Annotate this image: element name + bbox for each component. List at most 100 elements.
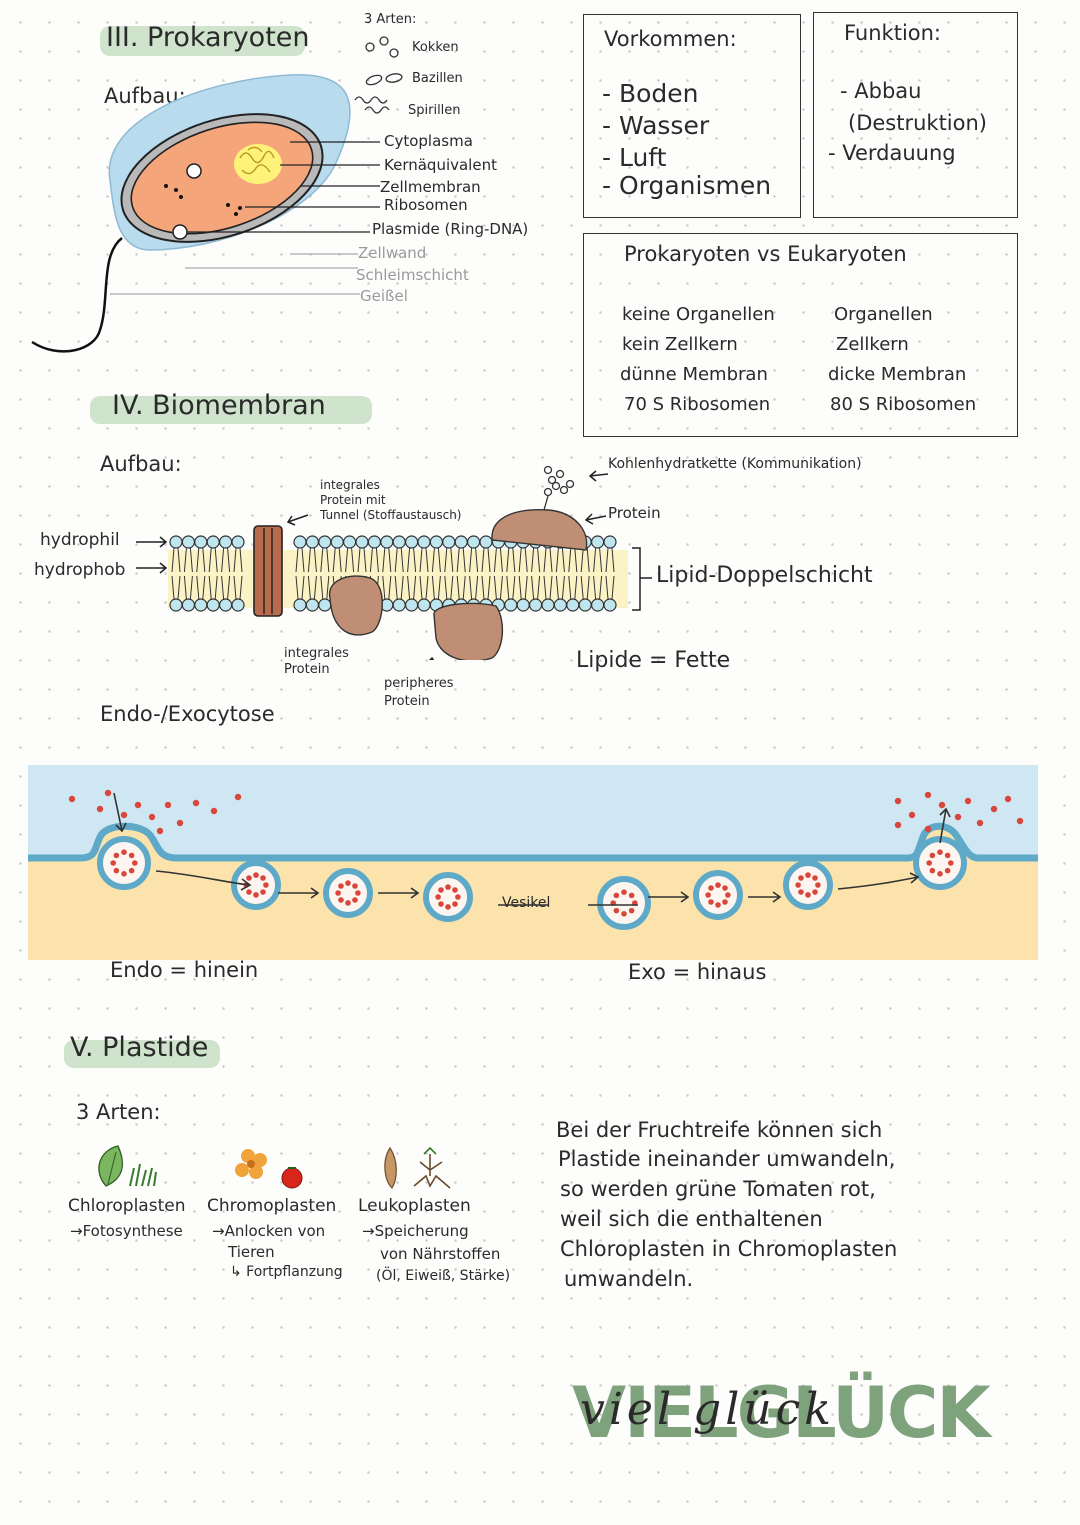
exo-label: Exo = hinaus <box>628 960 767 984</box>
molekuel <box>246 875 252 881</box>
molekuel <box>812 875 818 881</box>
title-highlight <box>90 396 372 424</box>
molekuel <box>210 807 218 815</box>
integrales-protein <box>328 575 383 636</box>
chromoplasten-funktion: →Anlocken von <box>212 1222 326 1240</box>
eukaryoten-merkmal: Organellen <box>834 304 933 325</box>
eukaryoten-merkmal: dicke Membran <box>828 364 967 385</box>
aufbau-label-membran: Aufbau: <box>100 452 182 476</box>
molekuel <box>335 890 341 896</box>
lipid-head <box>206 535 220 549</box>
lipide-fette: Lipide = Fette <box>576 648 731 673</box>
kohlenhydratkette <box>543 465 575 511</box>
peripheres-label: Protein <box>384 694 430 709</box>
vorkommen-item: - Wasser <box>602 111 710 140</box>
lipid-tail <box>543 547 553 600</box>
lipid-tail <box>208 547 218 600</box>
molekuel <box>628 892 635 899</box>
section-title-biomembran: IV. Biomembran <box>112 390 326 421</box>
membrane-diagram <box>136 465 652 660</box>
molekuel <box>725 892 731 898</box>
lipid-tail <box>568 547 578 600</box>
lipid-head <box>219 535 233 549</box>
lipid-head <box>417 535 431 549</box>
endo-exocytose-diagram <box>28 765 1038 960</box>
eukaryoten-merkmal: 80 S Ribosomen <box>830 394 977 415</box>
vesikel <box>693 870 743 920</box>
lipid-tail <box>183 547 193 600</box>
plastide-text-line: Plastide ineinander umwandeln, <box>558 1147 896 1171</box>
lipid-tail <box>394 547 404 600</box>
plastide-text-line: Chloroplasten in Chromoplasten <box>560 1237 898 1261</box>
molekuel <box>156 827 164 835</box>
vorkommen-box: Vorkommen: - Boden - Wasser - Luft - Org… <box>583 14 801 218</box>
lipid-head <box>206 598 220 612</box>
molekuel <box>954 813 962 821</box>
lipid-tail <box>307 547 317 600</box>
lipid-tail <box>171 547 181 600</box>
lipid-tail <box>382 547 392 600</box>
vorkommen-item: - Organismen <box>602 171 772 200</box>
label-plasmide: Plasmide (Ring-DNA) <box>372 220 529 238</box>
molekuel <box>976 819 984 827</box>
prokaryote-cell-diagram <box>31 36 403 353</box>
tomato-icon <box>281 1167 303 1189</box>
plastide-icons <box>98 1145 451 1189</box>
molekuel <box>621 889 627 895</box>
funktion-title: Funktion: <box>844 21 942 45</box>
protein-label: Protein <box>608 504 661 522</box>
lipid-head <box>194 598 208 612</box>
leaf-icon <box>98 1145 124 1187</box>
leukoplasten-funktion: →Speicherung <box>362 1222 469 1240</box>
title-highlight <box>100 26 305 56</box>
tunnel-label: integrales <box>320 478 380 492</box>
endo-exo-title: Endo-/Exocytose <box>100 702 275 726</box>
molekuel <box>628 907 635 914</box>
tunnel-label: Protein mit <box>320 493 386 507</box>
label-zellwand: Zellwand <box>358 244 427 262</box>
lipid-head <box>467 535 481 549</box>
lipid-head <box>318 535 332 549</box>
funktion-box: Funktion: - Abbau (Destruktion) - Verdau… <box>813 12 1018 218</box>
lipid-head <box>603 535 617 549</box>
molekuel <box>452 887 458 893</box>
lipid-head <box>405 535 419 549</box>
lipid-head <box>380 535 394 549</box>
lipid-tail <box>555 547 565 600</box>
molekuel <box>805 892 811 898</box>
lipid-head <box>417 598 431 612</box>
molekuel <box>452 901 458 907</box>
plastide-text-line: so werden grüne Tomaten rot, <box>560 1177 876 1201</box>
molekuel <box>128 852 135 859</box>
flower-icon <box>235 1149 267 1179</box>
vesikel <box>913 836 967 890</box>
molekuel <box>613 907 620 914</box>
lipid-tail <box>531 547 541 600</box>
molekuel <box>926 860 932 866</box>
molekuel <box>263 882 269 888</box>
lipid-head <box>231 535 245 549</box>
molekuel <box>176 819 184 827</box>
vorkommen-item: - Luft <box>602 143 667 172</box>
integrales-label: integrales <box>284 646 349 661</box>
vesikel <box>97 836 151 890</box>
molekuel <box>938 801 946 809</box>
vesikel <box>323 868 373 918</box>
lipid-head <box>578 598 592 612</box>
lipid-head <box>442 535 456 549</box>
lipid-head <box>194 535 208 549</box>
lipid-tail <box>332 547 342 600</box>
section-title-plastide: V. Plastide <box>70 1032 209 1063</box>
plasmid <box>172 224 188 240</box>
kernaequivalent <box>234 144 282 184</box>
lipid-tail <box>444 547 454 600</box>
chromoplasten-label: Chromoplasten <box>207 1196 337 1216</box>
molekuel <box>234 793 242 801</box>
lipid-head <box>219 598 233 612</box>
lipid-head <box>392 598 406 612</box>
lipid-tail <box>221 547 231 600</box>
molekuel <box>944 852 951 859</box>
eukaryoten-merkmal: Zellkern <box>836 334 909 355</box>
lipid-head <box>305 535 319 549</box>
molekuel <box>715 882 721 888</box>
